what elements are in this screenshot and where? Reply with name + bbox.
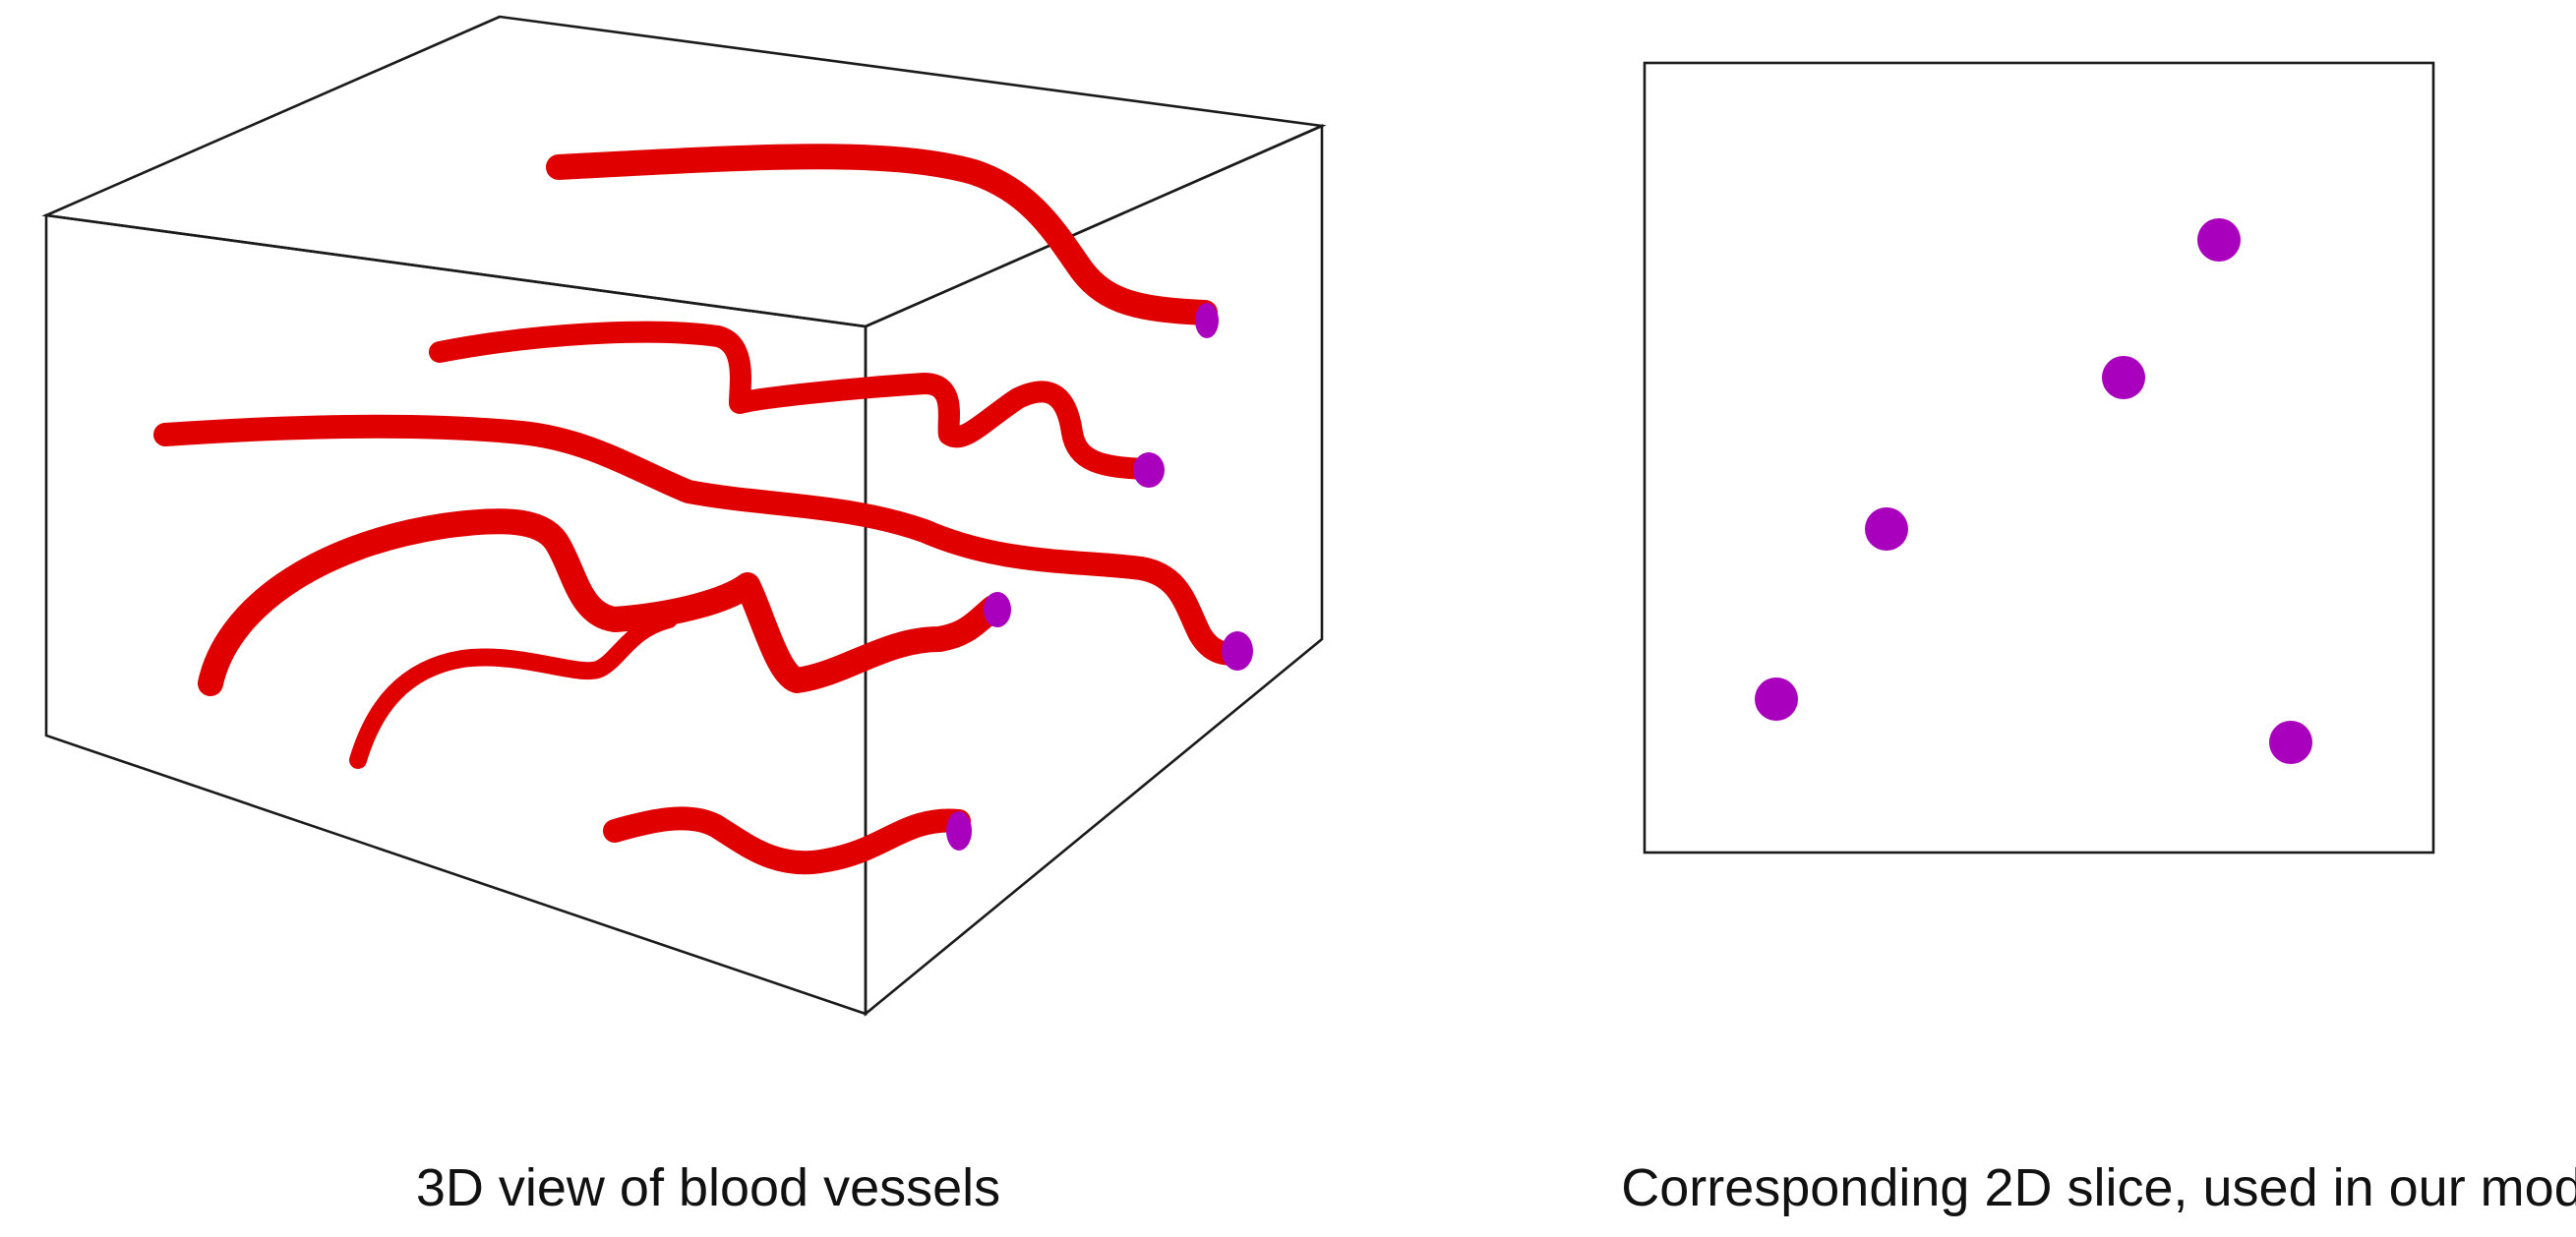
vessel-5 [349, 611, 678, 769]
slice-point-1 [2197, 218, 2241, 262]
slice-point-2 [2102, 356, 2145, 399]
slice-point-4 [1755, 677, 1798, 721]
caption-2d-slice: Corresponding 2D slice, used in our mode… [1621, 1158, 2576, 1217]
vessel-3 [153, 414, 1249, 666]
vessel-6 [603, 806, 971, 875]
slice-point-5 [2269, 721, 2312, 764]
vessel-4 [198, 508, 1006, 696]
caption-3d-view: 3D view of blood vessels [416, 1158, 1000, 1217]
box-side-face [864, 124, 1324, 1017]
slice-2d [1643, 61, 2435, 854]
vessel-2 [429, 321, 1157, 480]
box-outline [41, 15, 1327, 1017]
blood-vessels [153, 144, 1249, 875]
vessel-ends [946, 303, 1253, 851]
vessel-end-3 [984, 592, 1011, 627]
vessel-end-4 [1222, 631, 1253, 671]
vessel-1 [546, 144, 1218, 325]
vessel-end-5 [946, 811, 972, 851]
vessel-volume-3d [41, 15, 1327, 1017]
slice-frame [1643, 61, 2435, 854]
box-front-face [44, 213, 868, 1016]
vessel-end-2 [1133, 452, 1165, 488]
slice-point-3 [1865, 507, 1908, 551]
slice-points [1755, 218, 2312, 764]
vessel-end-1 [1195, 303, 1219, 338]
